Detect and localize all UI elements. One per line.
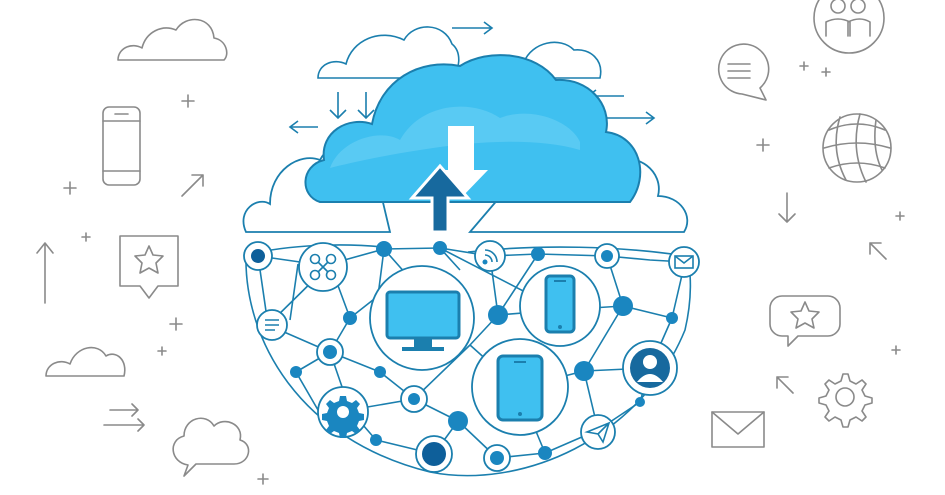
down-arrow-icon [329,92,347,120]
right-arrows-icon [103,403,145,432]
network-group [243,240,700,477]
left-decorations [36,18,269,485]
chat-bubble-icon [256,309,288,341]
gear-icon [818,373,873,428]
users-icon [813,0,885,54]
smartphone-icon [102,106,141,186]
smartphone-icon [519,265,601,347]
envelope-icon [711,411,765,448]
right-arrow-icon [602,111,656,125]
plus-icon [63,94,269,485]
share-icon [298,242,348,292]
envelope-icon [668,246,700,278]
right-arrow-icon [452,21,494,35]
user-avatar-icon [622,340,678,396]
upload-arrow-icon [408,163,472,234]
gear-icon [317,386,369,438]
diagonal-arrow-icon [869,242,887,260]
diagonal-arrow-icon [181,174,204,197]
left-arrow-icon [288,120,318,134]
chat-bubble-icon [717,43,770,101]
tablet-icon [471,338,569,436]
cloud-icon [117,18,228,61]
star-chat-icon [769,295,841,347]
cloud-icon [45,346,126,377]
globe-icon [822,113,892,183]
ring-nodes [243,241,620,473]
down-arrow-icon [357,92,375,120]
right-decorations [711,0,905,448]
diagonal-arrow-icon [776,376,794,394]
star-badge-icon [119,235,179,299]
plus-icon [756,61,905,355]
down-arrow-icon [778,192,796,223]
network-nodes [290,241,678,460]
monitor-icon [369,265,475,371]
up-arrow-icon [36,242,54,304]
cloud-icon [317,26,460,79]
cloud-group [242,21,689,234]
chat-cloud-icon [172,417,250,477]
paper-plane-icon [580,414,616,450]
wifi-icon [474,240,506,272]
